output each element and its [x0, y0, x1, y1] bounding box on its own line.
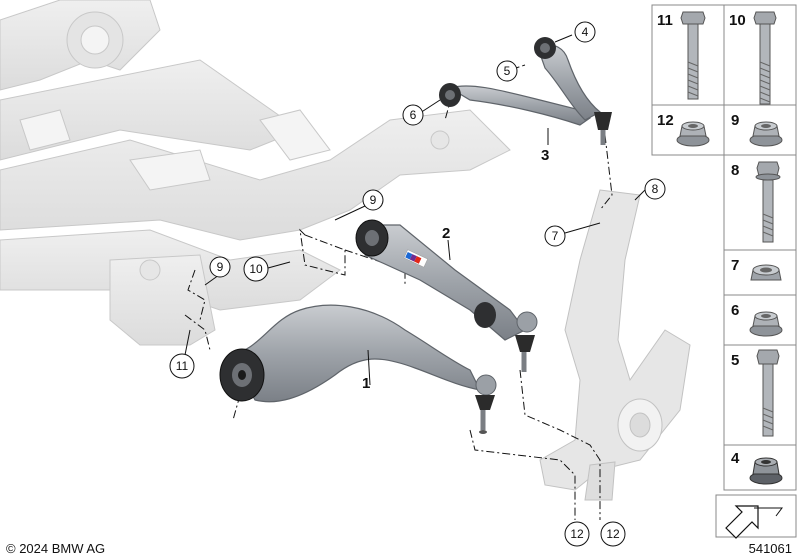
direction-arrow-icon: [725, 505, 783, 539]
part-number-8: 8: [731, 162, 739, 179]
label-arm-1: 1: [362, 375, 370, 392]
callout-4: 4: [582, 25, 589, 39]
subframe: [0, 0, 511, 346]
long-bolt-icon: [680, 11, 706, 100]
copyright: © 2024 BMW AG: [6, 541, 105, 556]
part-number-5: 5: [731, 352, 739, 369]
callout-11: 11: [176, 359, 189, 373]
callout-6: 6: [410, 108, 417, 122]
label-arm-2: 2: [442, 225, 450, 242]
self-locking-nut-icon: [749, 457, 783, 485]
flange-nut-icon: [749, 311, 783, 337]
flange-nut-icon: [749, 121, 783, 147]
callout-7: 7: [552, 229, 559, 243]
part-number-10: 10: [729, 12, 746, 29]
callout-10: 10: [249, 262, 263, 276]
part-number-7: 7: [731, 257, 739, 274]
callout-9-lower: 9: [217, 260, 224, 274]
parts-panel-numbers: 11 10 12 9 8 7 6 5 4: [657, 12, 746, 467]
bolt-icon: [756, 349, 780, 437]
bolt-icon: [755, 161, 781, 243]
part-number-11: 11: [657, 12, 673, 29]
diagram-number: 541061: [749, 541, 792, 556]
part-number-4: 4: [731, 450, 740, 467]
part-number-9: 9: [731, 112, 739, 129]
part-number-12: 12: [657, 112, 674, 129]
lower-control-arm: [219, 304, 497, 434]
callout-12-right: 12: [606, 527, 620, 541]
tension-strut: [355, 219, 538, 372]
arm-labels: 1 2 3: [362, 128, 549, 392]
callout-5: 5: [504, 64, 511, 78]
long-bolt-icon: [753, 11, 777, 105]
flange-nut-icon: [676, 121, 710, 147]
part-number-6: 6: [731, 302, 739, 319]
callout-12-left: 12: [570, 527, 584, 541]
callout-8: 8: [652, 182, 659, 196]
callouts: [169, 21, 666, 547]
label-arm-3: 3: [541, 147, 549, 164]
hex-nut-icon: [750, 264, 782, 281]
upper-control-arm: [439, 37, 612, 145]
callout-numbers: 4 5 6 7 8 9 9 10 11 12 12: [176, 25, 659, 541]
callout-9-upper: 9: [370, 193, 377, 207]
